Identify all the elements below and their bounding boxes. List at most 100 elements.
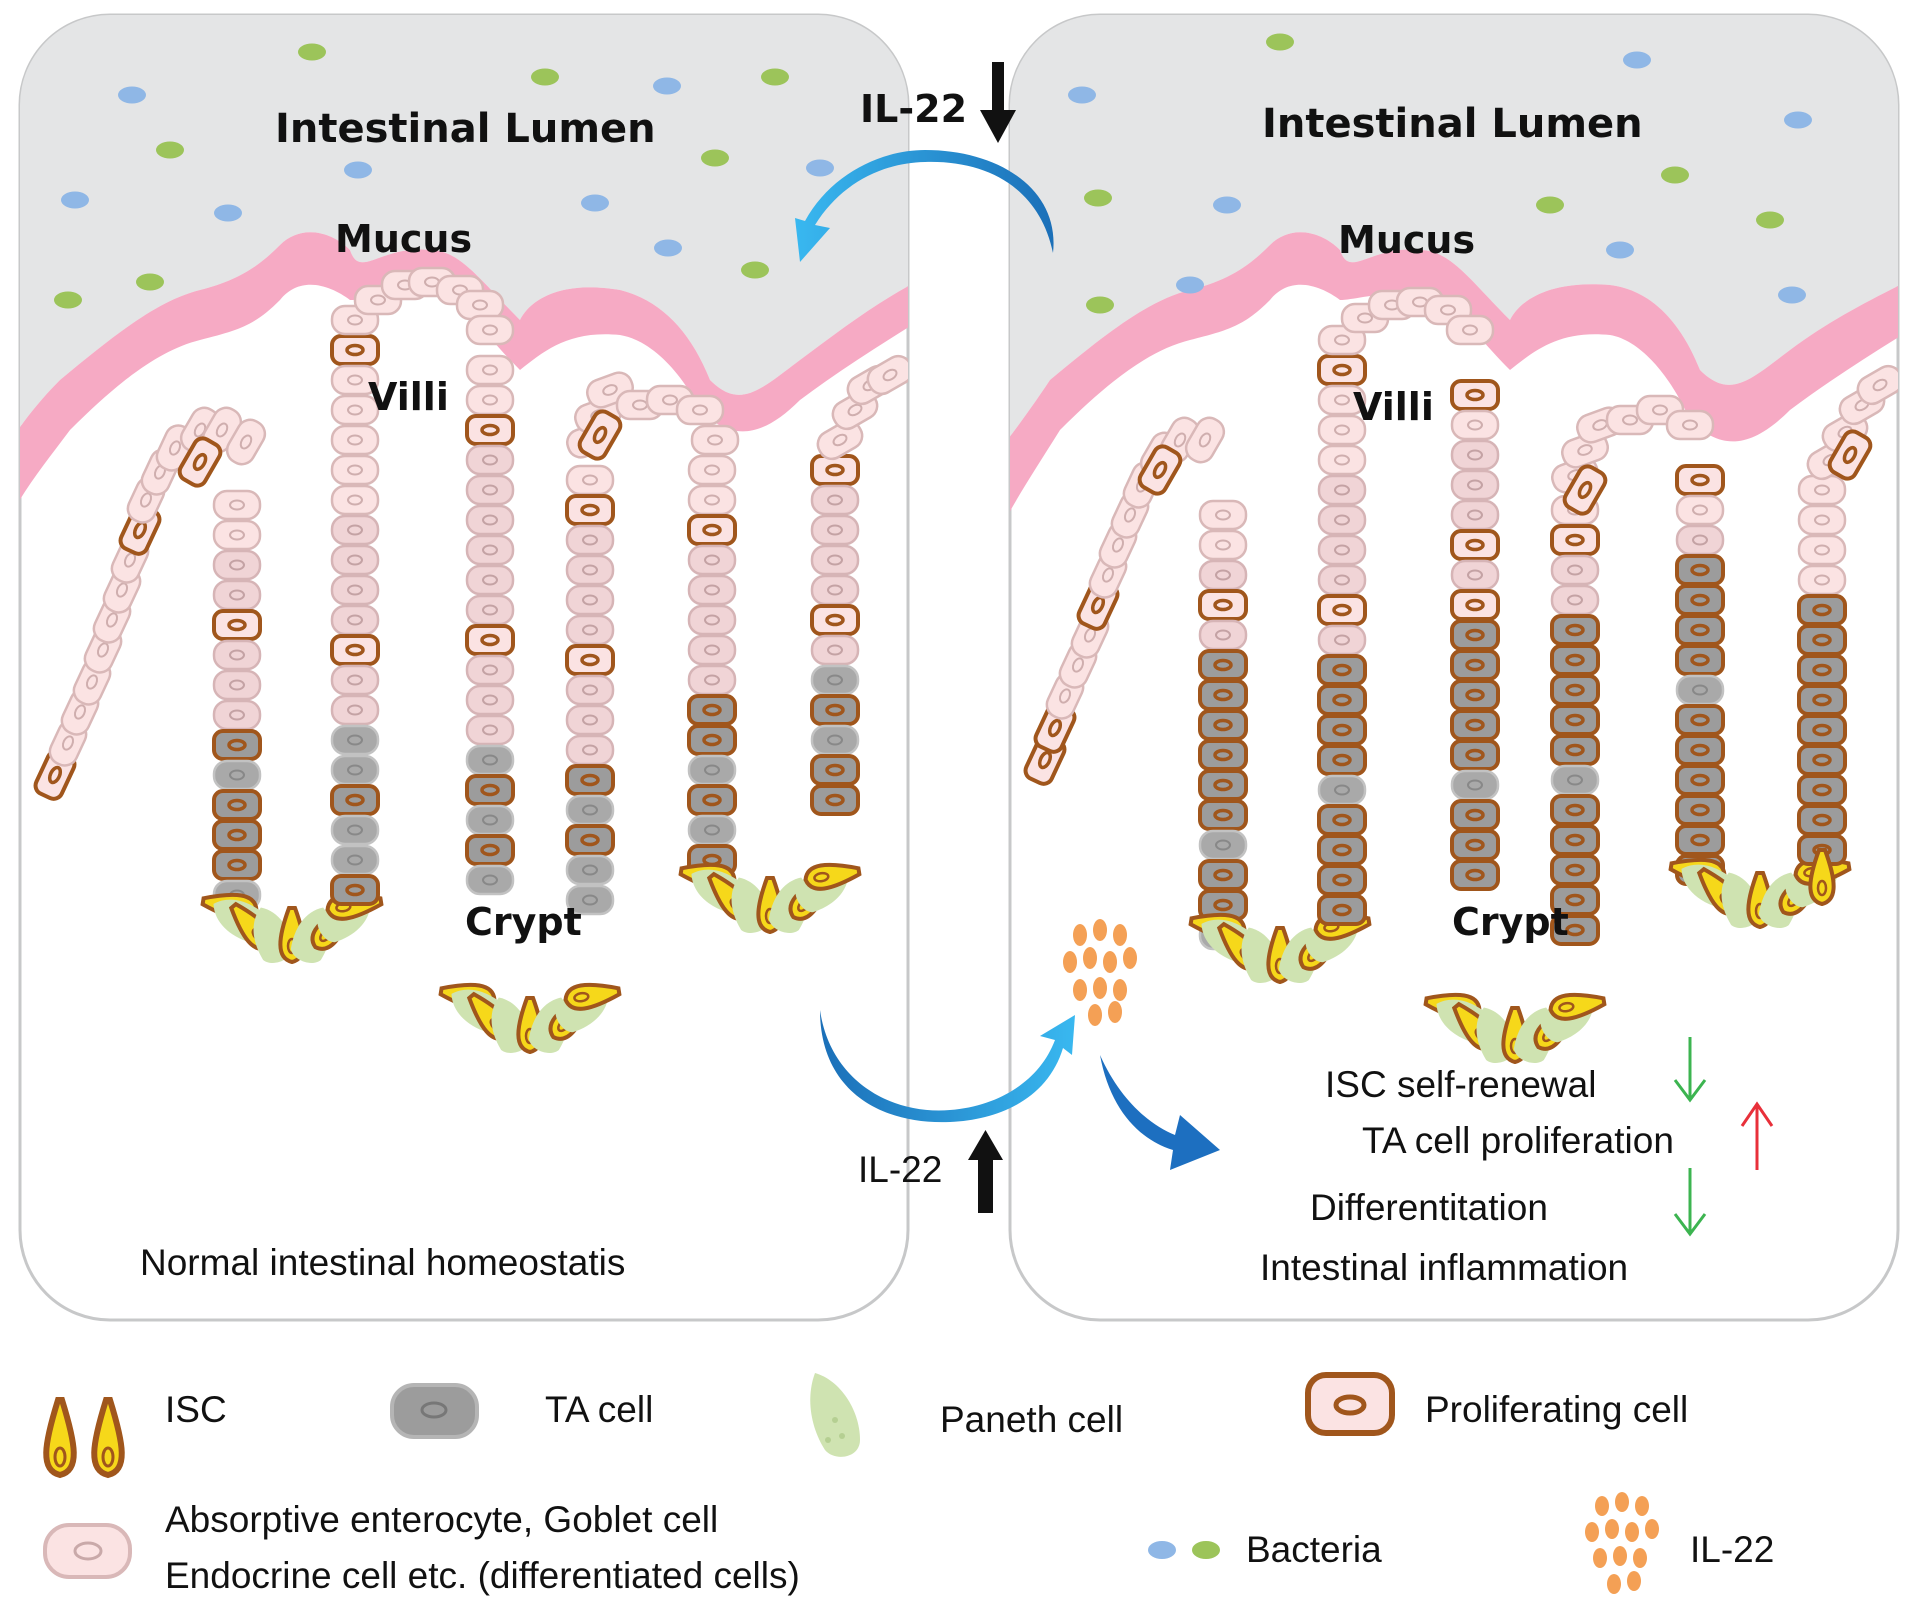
taprolif-cell: [212, 819, 262, 851]
taprolif-cell: [1550, 674, 1600, 706]
ta-cell: [330, 754, 380, 786]
band-cell: [810, 484, 860, 516]
bacterium: [156, 141, 184, 159]
arrow-down-black-icon: [980, 62, 1016, 143]
taprolif-cell: [810, 694, 860, 726]
outcome-inflammation: Intestinal inflammation: [1260, 1247, 1628, 1288]
band-cell: [465, 594, 515, 626]
bacterium: [1068, 86, 1096, 104]
diff-cell: [1184, 416, 1226, 464]
band-cell: [810, 574, 860, 606]
legend-bacteria-icon: [1148, 1541, 1220, 1559]
il22-top-indicator: IL-22: [795, 62, 1054, 262]
taprolif-cell: [1797, 654, 1847, 686]
diff-cell: [675, 394, 725, 426]
bacterium: [1536, 196, 1564, 214]
prolif-cell: [687, 514, 737, 546]
prolif-cell: [565, 644, 615, 676]
ta-cell: [465, 804, 515, 836]
diff-cell: [1797, 534, 1847, 566]
band-cell: [1675, 524, 1725, 556]
prolif-cell: [577, 409, 623, 461]
band-cell: [1317, 564, 1367, 596]
diff-cell: [687, 484, 737, 516]
bacterium: [761, 68, 789, 86]
arrow-up-red-icon: [1740, 1101, 1774, 1170]
right-bacteria-group: [1068, 33, 1812, 314]
diff-cell: [690, 424, 740, 456]
band-cell: [565, 734, 615, 766]
taprolif-cell: [1550, 734, 1600, 766]
ta-cell: [330, 814, 380, 846]
curved-arrow-top: [795, 150, 1054, 262]
taprolif-cell: [212, 789, 262, 821]
band-cell: [565, 524, 615, 556]
taprolif-cell: [687, 784, 737, 816]
right-lumen: [1010, 15, 1898, 450]
band-cell: [330, 604, 380, 636]
effect-arrow: [1100, 1055, 1220, 1170]
diff-cell: [1856, 364, 1898, 406]
taprolif-cell: [1317, 654, 1367, 686]
band-cell: [465, 534, 515, 566]
right-mucus: [1010, 232, 1898, 530]
ta-cell: [565, 854, 615, 886]
prolif-cell: [1317, 354, 1367, 386]
taprolif-cell: [1317, 894, 1367, 926]
ta-cell: [330, 724, 380, 756]
band-cell: [1550, 584, 1600, 616]
right-crypt-label: Crypt: [1452, 900, 1569, 944]
band-cell: [565, 614, 615, 646]
il22-bottom-indicator: IL-22: [820, 1010, 1075, 1213]
bacterium: [741, 261, 769, 279]
legend-paneth-icon: [810, 1373, 860, 1457]
bacterium: [1623, 51, 1651, 69]
ta-cell: [810, 724, 860, 756]
bacterium: [54, 291, 82, 309]
isc-cell: [803, 862, 862, 891]
band-cell: [212, 669, 262, 701]
ta-cell: [1450, 769, 1500, 801]
taprolif-cell: [1450, 859, 1500, 891]
legend-ta-label: TA cell: [545, 1389, 653, 1430]
ta-cell: [465, 864, 515, 896]
taprolif-cell: [1675, 644, 1725, 676]
taprolif-cell: [1675, 824, 1725, 856]
taprolif-cell: [1198, 799, 1248, 831]
band-cell: [810, 544, 860, 576]
band-cell: [687, 544, 737, 576]
legend-il22-icon: [1585, 1492, 1659, 1594]
legend-differentiated-line1: Absorptive enterocyte, Goblet cell: [165, 1499, 718, 1540]
right-villi-label: Villi: [1353, 385, 1434, 429]
legend-il22-label: IL-22: [1690, 1529, 1774, 1570]
bacterium: [806, 159, 834, 177]
band-cell: [687, 604, 737, 636]
taprolif-cell: [1198, 769, 1248, 801]
diff-cell: [1665, 409, 1715, 441]
prolif-cell: [810, 604, 860, 636]
diff-cell: [330, 484, 380, 516]
diff-cell: [212, 519, 262, 551]
band-cell: [565, 554, 615, 586]
band-cell: [465, 564, 515, 596]
taprolif-cell: [1550, 614, 1600, 646]
diff-cell: [866, 354, 908, 396]
prolif-cell: [1198, 589, 1248, 621]
outcome-differentiation: Differentitation: [1310, 1187, 1548, 1228]
band-cell: [212, 639, 262, 671]
band-cell: [330, 664, 380, 696]
taprolif-cell: [1675, 764, 1725, 796]
legend-paneth-label: Paneth cell: [940, 1399, 1123, 1440]
band-cell: [687, 574, 737, 606]
band-cell: [465, 444, 515, 476]
bacterium: [531, 68, 559, 86]
bacterium: [61, 191, 89, 209]
taprolif-cell: [1198, 859, 1248, 891]
right-panel: Intestinal Lumen Mucus Villi Crypt ISC s…: [1008, 13, 1900, 1322]
band-cell: [330, 694, 380, 726]
prolif-cell: [810, 454, 860, 486]
prolif-cell: [1317, 594, 1367, 626]
right-mucus-label: Mucus: [1338, 218, 1475, 262]
band-cell: [1317, 534, 1367, 566]
diff-cell: [1445, 314, 1495, 346]
